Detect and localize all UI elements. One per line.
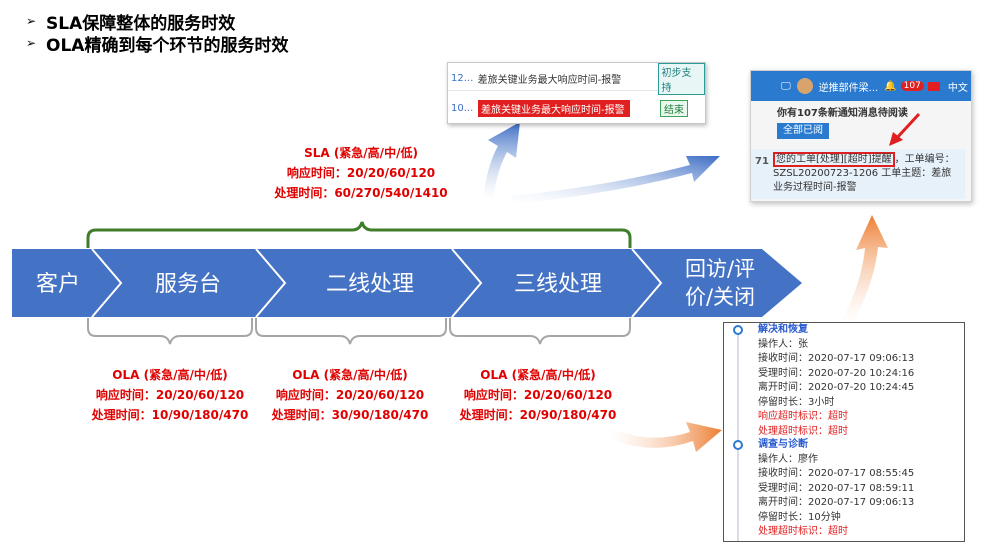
- sla-handling: 处理时间：60/270/540/1410: [274, 186, 448, 200]
- ticket-number: 12...: [451, 73, 474, 84]
- ticket-status-badge: 结束: [660, 99, 688, 117]
- ola-title: OLA (紧急/高/中/低): [480, 368, 596, 382]
- ola-response: 响应时间：20/20/60/120: [275, 388, 425, 402]
- step-follow-up-line1: 回访/评: [685, 257, 755, 281]
- chevron-divider: [255, 248, 287, 318]
- timeline-line: [737, 329, 739, 541]
- chevron-divider: [631, 248, 663, 318]
- ola-handling: 处理时间：30/90/180/470: [271, 408, 429, 422]
- section-title: 解决和恢复: [758, 324, 808, 335]
- timeline-line-item: 接收时间：2020-07-17 09:06:13: [758, 353, 915, 364]
- ola-handling: 处理时间：20/90/180/470: [459, 408, 617, 422]
- timeline-line-item: 受理时间：2020-07-17 08:59:11: [758, 482, 915, 494]
- bullet-ola: ➢ OLA精确到每个环节的服务时效: [26, 32, 289, 56]
- read-all-button[interactable]: 全部已阅: [777, 123, 829, 139]
- timeline-line-item: 操作人：张: [758, 338, 808, 350]
- ola-brace-third-line: [449, 318, 631, 345]
- step-third-line: 三线处理: [514, 272, 602, 297]
- ola-info-third-line: OLA (紧急/高/中/低) 响应时间：20/20/60/120 处理时间：20…: [443, 365, 633, 425]
- ticket-row[interactable]: 10... 差旅关键业务最大响应时间-报警 结束: [448, 96, 705, 120]
- blue-arrow-to-list: [483, 122, 520, 200]
- timeline-line-item: 离开时间：2020-07-17 09:06:13: [758, 497, 915, 508]
- ola-brace-service-desk: [87, 318, 253, 345]
- step-service-desk: 服务台: [155, 272, 221, 297]
- timeout-flag: 处理超时标识：超时: [758, 526, 848, 537]
- side-number: 71: [755, 156, 769, 167]
- bullet-arrow-icon: ➢: [26, 36, 37, 50]
- ticket-list-screenshot: 12... 差旅关键业务最大响应时间-报警 初步支持 10... 差旅关键业务最…: [447, 62, 706, 124]
- timeline-screenshot: 解决和恢复 操作人：张 接收时间：2020-07-17 09:06:13 受理时…: [723, 322, 965, 542]
- bullet-text: OLA精确到每个环节的服务时效: [46, 35, 289, 56]
- ola-response: 响应时间：20/20/60/120: [463, 388, 613, 402]
- bullet-text: SLA保障整体的服务时效: [46, 13, 236, 34]
- chevron-divider: [451, 248, 483, 318]
- timeout-flag: 处理超时标识：超时: [758, 425, 848, 437]
- bullet-arrow-icon: ➢: [26, 14, 37, 28]
- timeline-line-item: 离开时间：2020-07-20 10:24:45: [758, 382, 915, 393]
- notification-count-badge: 107: [900, 81, 924, 91]
- timeline-line-item: 接收时间：2020-07-17 08:55:45: [758, 468, 915, 479]
- bullet-sla: ➢ SLA保障整体的服务时效: [26, 10, 288, 34]
- ticket-number: 10...: [451, 102, 474, 114]
- ola-response: 响应时间：20/20/60/120: [95, 388, 245, 402]
- orange-arrow-to-timeline: [608, 422, 722, 452]
- ola-title: OLA (紧急/高/中/低): [112, 368, 228, 382]
- section-title: 调查与诊断: [758, 439, 808, 450]
- timeline-line-item: 受理时间：2020-07-20 10:24:16: [758, 367, 915, 379]
- timeout-flag: 响应超时标识：超时: [758, 411, 848, 422]
- notification-item[interactable]: 71 您的工单[处理][超时]提醒，工单编号：SZSL20200723-1206…: [751, 149, 965, 199]
- timeline-node-icon: [733, 440, 743, 450]
- step-second-line: 二线处理: [326, 272, 414, 297]
- bell-icon[interactable]: 🔔: [884, 80, 897, 92]
- ticket-status-badge: 初步支持: [657, 62, 705, 95]
- process-chevron: 客户 服务台 二线处理 三线处理 回访/评 价/关闭: [12, 248, 802, 318]
- chevron-divider: [91, 248, 123, 318]
- unread-message: 你有107条新通知消息待阅读: [777, 108, 908, 119]
- ola-title: OLA (紧急/高/中/低): [292, 368, 408, 382]
- chevron-body: [12, 249, 802, 317]
- timeline-section-diagnose: 调查与诊断 操作人：廖作 接收时间：2020-07-17 08:55:45 受理…: [758, 438, 960, 540]
- sla-response: 响应时间：20/20/60/120: [286, 166, 436, 180]
- avatar[interactable]: [796, 78, 813, 94]
- monitor-icon[interactable]: 🖵: [781, 80, 791, 92]
- timeline-node-icon: [733, 325, 743, 335]
- notification-detail: ，工单编号：SZSL20200723-1206 工单主题：差旅业务过程时间-报警: [773, 154, 955, 193]
- user-name: 逆推部件梁...: [818, 82, 879, 94]
- red-pointer-arrow-icon: [889, 112, 921, 146]
- notification-topbar: 🖵 逆推部件梁... 🔔 107 中文: [751, 71, 971, 101]
- ola-brace-second-line: [255, 318, 447, 345]
- ola-handling: 处理时间：10/90/180/470: [91, 408, 249, 422]
- notification-body: 你有107条新通知消息待阅读 全部已阅 71 您的工单[处理][超时]提醒，工单…: [751, 101, 971, 199]
- orange-arrow-to-notification: [842, 215, 888, 324]
- bullet-list: ➢ SLA保障整体的服务时效 ➢ OLA精确到每个环节的服务时效: [26, 10, 289, 56]
- timeline-line-item: 停留时长：3小时: [758, 396, 835, 408]
- timeline-line-item: 停留时长：10分钟: [758, 511, 841, 523]
- sla-brace: [86, 221, 632, 248]
- sla-title: SLA (紧急/高/中/低): [304, 146, 418, 160]
- notification-screenshot: 🖵 逆推部件梁... 🔔 107 中文 你有107条新通知消息待阅读 全部已阅 …: [750, 70, 972, 202]
- timeline-section-resolve: 解决和恢复 操作人：张 接收时间：2020-07-17 09:06:13 受理时…: [758, 323, 960, 439]
- ticket-title-alert: 差旅关键业务最大响应时间-报警: [478, 99, 630, 117]
- blue-arrow-to-notification: [510, 156, 720, 204]
- ola-info-service-desk: OLA (紧急/高/中/低) 响应时间：20/20/60/120 处理时间：10…: [75, 365, 265, 425]
- ola-info-second-line: OLA (紧急/高/中/低) 响应时间：20/20/60/120 处理时间：30…: [255, 365, 445, 425]
- step-follow-up-line2: 价/关闭: [685, 285, 755, 309]
- timeline-line-item: 操作人：廖作: [758, 453, 818, 465]
- china-flag-icon[interactable]: [927, 81, 940, 91]
- language-selector[interactable]: 中文: [947, 82, 968, 94]
- sla-info: SLA (紧急/高/中/低) 响应时间：20/20/60/120 处理时间：60…: [266, 143, 456, 203]
- step-customer: 客户: [36, 272, 80, 297]
- overdue-reminder-highlight: 您的工单[处理][超时]提醒: [773, 152, 895, 167]
- ticket-title: 差旅关键业务最大响应时间-报警: [477, 75, 622, 86]
- ticket-row[interactable]: 12... 差旅关键业务最大响应时间-报警 初步支持: [448, 62, 705, 95]
